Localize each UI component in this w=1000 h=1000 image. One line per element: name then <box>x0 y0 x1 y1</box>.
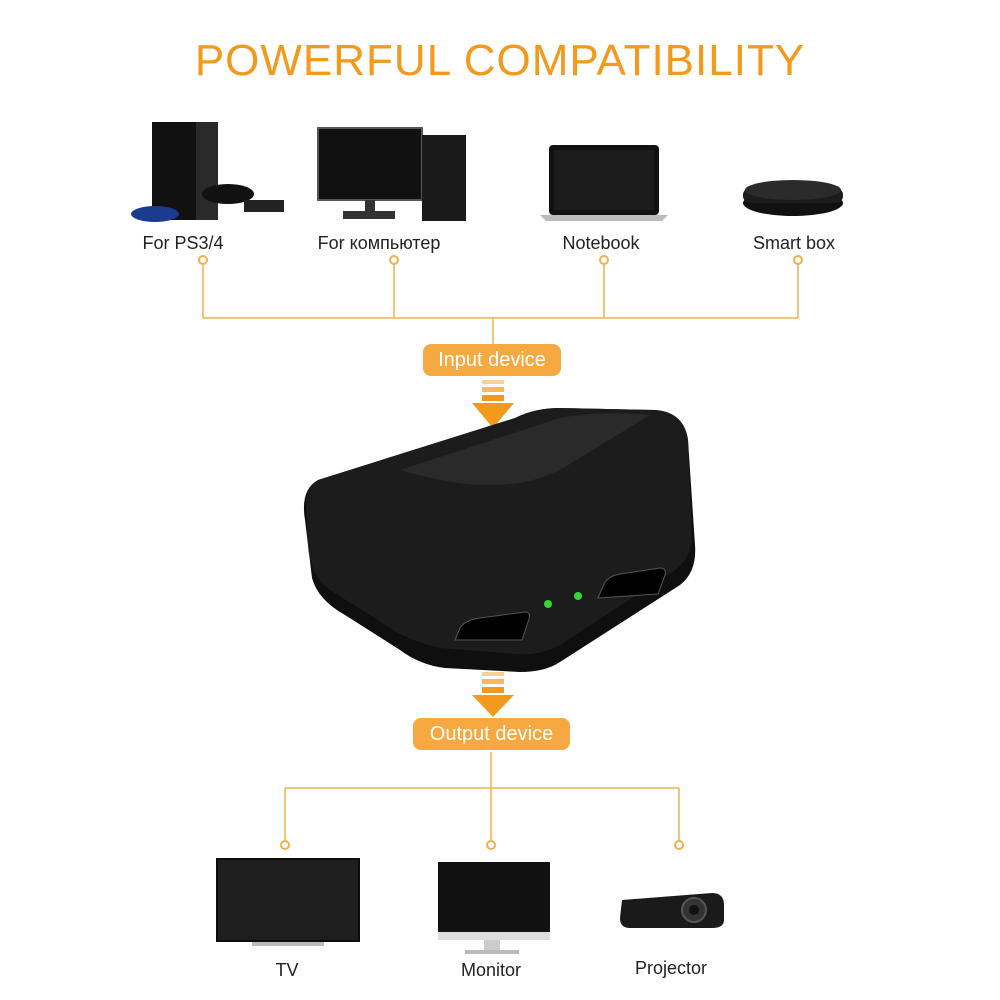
laptop-icon <box>540 145 668 221</box>
tv-icon <box>216 858 360 946</box>
page-title: POWERFUL COMPATIBILITY <box>194 36 806 85</box>
output-device-badge: Output device <box>413 718 570 750</box>
device-label-monitor: Monitor <box>460 960 522 980</box>
device-label-computer: For компьютер <box>317 233 441 253</box>
input-device-badge: Input device <box>423 344 561 376</box>
device-label-smart-box: Smart box <box>752 233 836 253</box>
set-top-box-icon <box>743 180 843 216</box>
monitor-icon <box>438 862 550 954</box>
device-label-projector: Projector <box>634 958 708 978</box>
output-connector-lines <box>284 752 680 842</box>
hdmi-splitter-device <box>303 408 696 672</box>
output-arrow-icon <box>472 672 514 717</box>
device-label-ps: For PS3/4 <box>142 233 224 253</box>
game-console-icon <box>131 122 284 222</box>
input-connector-dots <box>198 255 803 265</box>
projector-icon <box>620 893 724 928</box>
input-connector-lines <box>202 262 799 345</box>
desktop-computer-icon <box>317 127 466 221</box>
device-label-notebook: Notebook <box>562 233 640 253</box>
output-connector-dots <box>280 840 684 850</box>
device-label-tv: TV <box>275 960 299 980</box>
input-arrow-icon <box>472 380 514 428</box>
